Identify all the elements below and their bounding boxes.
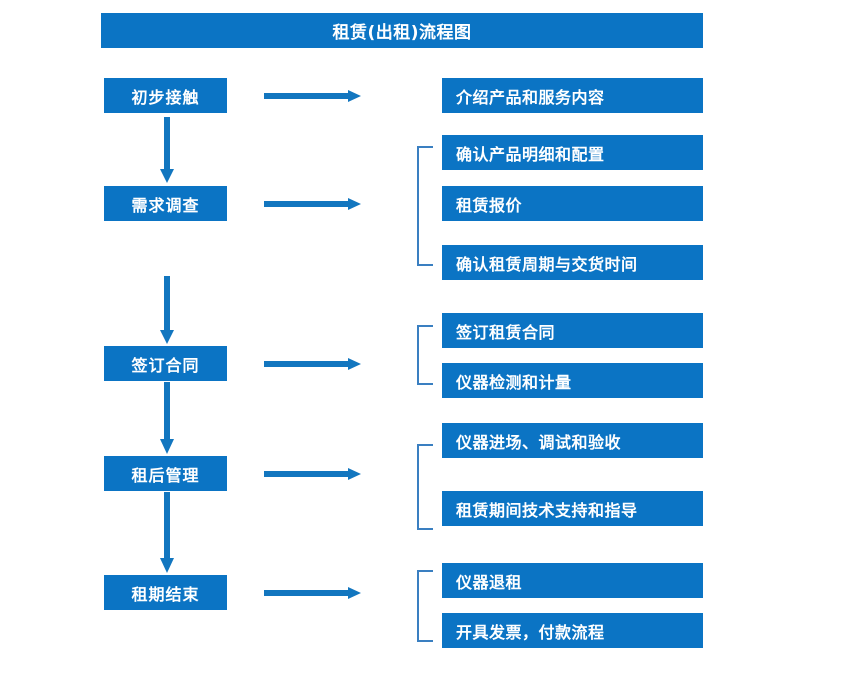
down-arrow-icon [158, 382, 176, 456]
right-arrow-icon [264, 88, 362, 102]
detail-box-9[interactable]: 仪器退租 [442, 563, 703, 598]
page-title: 租赁(出租)流程图 [101, 13, 703, 48]
stage-box-3[interactable]: 签订合同 [104, 346, 227, 381]
detail-box-1[interactable]: 介绍产品和服务内容 [442, 78, 703, 113]
group-bracket-icon [417, 444, 433, 530]
down-arrow-icon [158, 492, 176, 575]
right-arrow-icon [264, 466, 362, 480]
detail-box-2[interactable]: 确认产品明细和配置 [442, 135, 703, 170]
stage-box-4[interactable]: 租后管理 [104, 456, 227, 491]
detail-box-10[interactable]: 开具发票，付款流程 [442, 613, 703, 648]
down-arrow-icon [158, 117, 176, 185]
detail-box-6[interactable]: 仪器检测和计量 [442, 363, 703, 398]
detail-box-4[interactable]: 确认租赁周期与交货时间 [442, 245, 703, 280]
down-arrow-icon [158, 276, 176, 346]
detail-box-3[interactable]: 租赁报价 [442, 186, 703, 221]
group-bracket-icon [417, 146, 433, 266]
group-bracket-icon [417, 570, 433, 642]
group-bracket-icon [417, 325, 433, 385]
detail-box-8[interactable]: 租赁期间技术支持和指导 [442, 491, 703, 526]
detail-box-7[interactable]: 仪器进场、调试和验收 [442, 423, 703, 458]
right-arrow-icon [264, 196, 362, 210]
stage-box-2[interactable]: 需求调查 [104, 186, 227, 221]
right-arrow-icon [264, 585, 362, 599]
detail-box-5[interactable]: 签订租赁合同 [442, 313, 703, 348]
right-arrow-icon [264, 356, 362, 370]
stage-box-1[interactable]: 初步接触 [104, 78, 227, 113]
stage-box-5[interactable]: 租期结束 [104, 575, 227, 610]
